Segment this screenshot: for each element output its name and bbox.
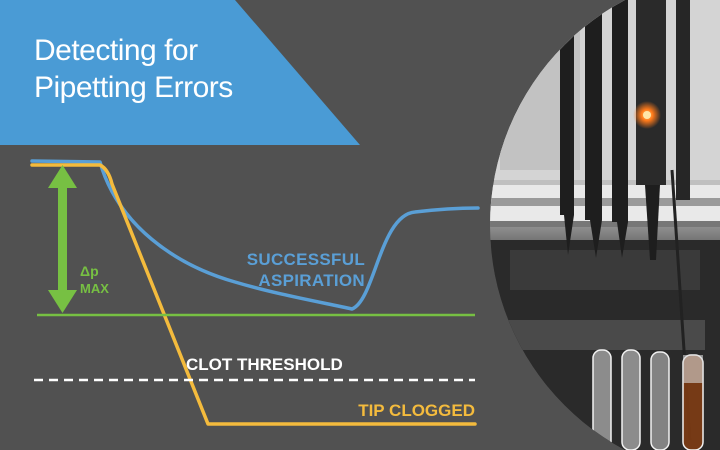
tip-clogged-label: TIP CLOGGED: [358, 401, 475, 420]
successful-aspiration-curve: [30, 159, 480, 311]
delta-p-arrow: [48, 165, 77, 313]
delta-p-label: Δp: [80, 263, 99, 279]
max-label: MAX: [80, 281, 109, 296]
sample-tubes: [592, 349, 704, 450]
clot-threshold-label: CLOT THRESHOLD: [186, 355, 343, 374]
pipette-channels: [560, 0, 692, 441]
title-line-1: Detecting for: [34, 34, 198, 67]
tip-clogged-curve: [30, 163, 477, 426]
robot-photo: [490, 0, 720, 450]
title-banner: [0, 0, 360, 145]
title-line-2: Pipetting Errors: [34, 71, 233, 104]
successful-label: SUCCESSFUL: [246, 250, 365, 269]
aspiration-label: ASPIRATION: [258, 271, 365, 290]
